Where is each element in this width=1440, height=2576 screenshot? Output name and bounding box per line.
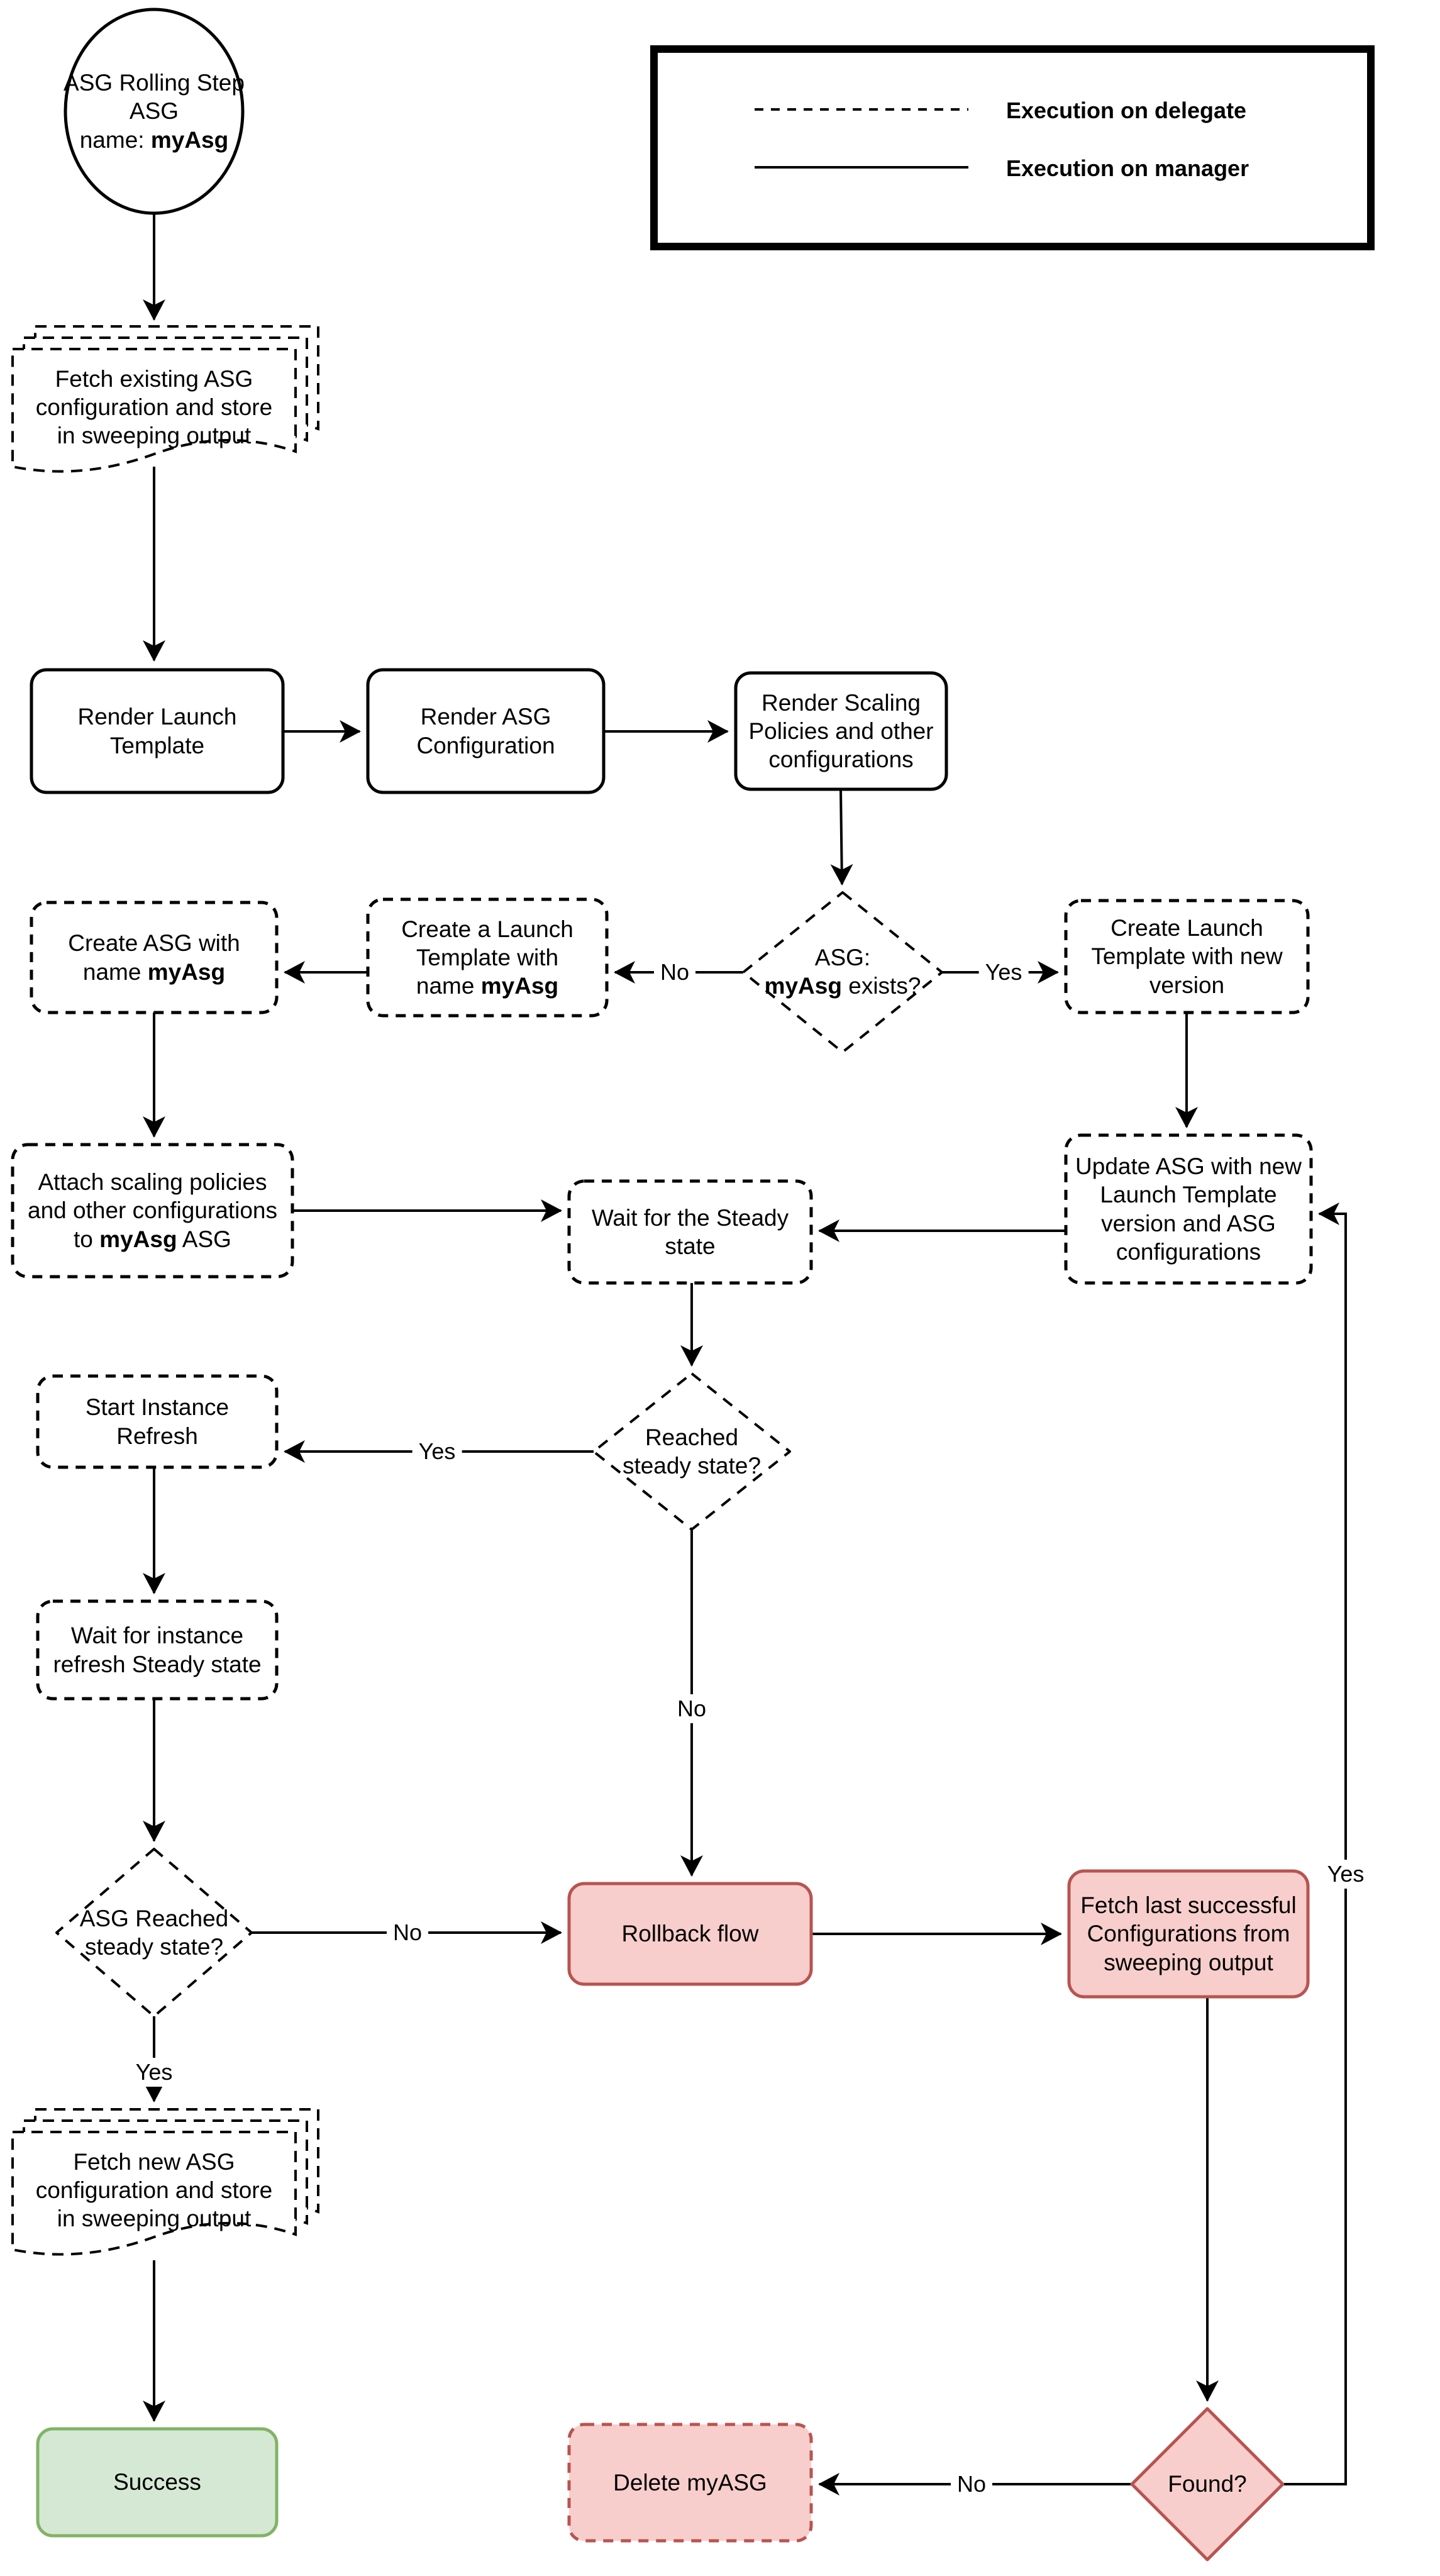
asg-reached-decision-shape — [55, 1848, 253, 2018]
render-launch-template-label: Render Launch Template — [77, 704, 237, 758]
fetch-new-shape — [11, 2108, 319, 2256]
rollback-flow-label: Rollback flow — [621, 1921, 759, 1947]
wait-instance-refresh-shape — [36, 1599, 279, 1701]
wait-steady-state-label: Wait for the Steady state — [591, 1204, 789, 1259]
found-decision-shape — [1130, 2407, 1285, 2562]
create-launch-template-name-label: Create a Launch Template with name myAsg — [401, 916, 573, 999]
edge-label-no-asg-exists: No — [653, 958, 696, 987]
asg-exists-decision-label: ASG: myAsg exists? — [764, 944, 921, 999]
success-label: Success — [113, 2469, 201, 2496]
start-node-shape — [64, 8, 245, 215]
legend-delegate-label: Execution on delegate — [1006, 97, 1247, 123]
edge-label-yes-found: Yes — [1321, 1860, 1371, 1889]
edge-render-scaling-to-asg-exists — [830, 789, 853, 886]
attach-scaling-policies-label: Attach scaling policies and other config… — [28, 1169, 277, 1252]
rollback-flow-shape — [567, 1882, 813, 1986]
legend-manager-label: Execution on manager — [1006, 155, 1249, 181]
start-instance-refresh-label: Start Instance Refresh — [85, 1394, 230, 1449]
create-asg-label: Create ASG with name myAsg — [68, 930, 240, 985]
success-shape — [36, 2427, 279, 2538]
update-asg-shape — [1064, 1133, 1313, 1285]
edge-label-yes-reached-steady: Yes — [412, 1437, 462, 1466]
create-launch-template-new-version-shape — [1064, 899, 1310, 1014]
render-scaling-policies-label: Render Scaling Policies and other config… — [748, 689, 934, 773]
reached-steady-decision-label: Reached steady state? — [622, 1424, 762, 1479]
edge-found-yes — [1283, 1202, 1347, 2485]
create-asg-shape — [30, 901, 279, 1014]
legend-box — [650, 45, 1375, 250]
edge-label-no-found: No — [950, 2470, 993, 2499]
update-asg-label: Update ASG with new Launch Template vers… — [1075, 1153, 1302, 1265]
start-node-label: ASG Rolling Step ASG name: myAsg — [64, 70, 245, 153]
create-launch-template-new-version-label: Create Launch Template with new version — [1091, 915, 1283, 998]
render-scaling-policies-shape — [734, 671, 948, 791]
edge-label-yes-asg-exists: Yes — [978, 958, 1029, 987]
fetch-existing-shape — [11, 325, 319, 473]
found-decision-label: Found? — [1168, 2471, 1247, 2497]
render-asg-configuration-label: Render ASG Configuration — [416, 704, 555, 758]
create-launch-template-name-shape — [366, 897, 609, 1018]
fetch-last-successful-shape — [1067, 1869, 1310, 1999]
wait-steady-state-shape — [567, 1179, 813, 1285]
edge-label-yes-asg-reached: Yes — [129, 2058, 179, 2087]
reached-steady-decision-shape — [592, 1372, 791, 1531]
fetch-new-sheet-front — [11, 2131, 297, 2256]
wait-instance-refresh-label: Wait for instance refresh Steady state — [53, 1623, 262, 1677]
connectors — [143, 213, 1347, 2496]
fetch-last-successful-label: Fetch last successful Configurations fro… — [1080, 1892, 1297, 1975]
render-launch-template-shape — [30, 668, 285, 794]
fetch-new-label: Fetch new ASG configuration and store in… — [35, 2148, 273, 2232]
start-instance-refresh-shape — [36, 1374, 279, 1469]
asg-exists-decision-shape — [742, 891, 943, 1053]
edge-label-no-reached-steady: No — [670, 1694, 713, 1723]
fetch-existing-sheet-front — [11, 348, 297, 473]
delete-myasg-shape — [567, 2423, 813, 2543]
edge-label-no-asg-reached: No — [386, 1918, 429, 1947]
render-asg-configuration-shape — [366, 668, 606, 794]
attach-scaling-policies-shape — [11, 1143, 294, 1279]
asg-reached-decision-label: ASG Reached steady state? — [79, 1905, 229, 1960]
delete-myasg-label: Delete myASG — [613, 2469, 767, 2496]
fetch-existing-label: Fetch existing ASG configuration and sto… — [35, 365, 273, 449]
